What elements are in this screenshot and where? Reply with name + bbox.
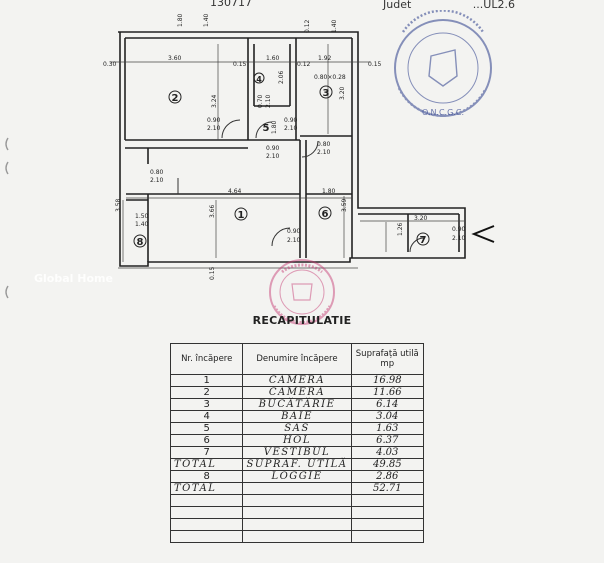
svg-text:0.90: 0.90: [452, 226, 466, 233]
svg-text:1.80: 1.80: [177, 13, 184, 27]
svg-text:2.10: 2.10: [265, 94, 272, 108]
svg-text:2.10: 2.10: [284, 125, 298, 132]
table-row-empty: [169, 506, 425, 519]
table-row-empty: [169, 518, 425, 531]
room-number-1: 1: [238, 210, 245, 221]
svg-text:1.40: 1.40: [331, 19, 338, 33]
svg-text:1.92: 1.92: [318, 55, 332, 62]
col-header-name: Denumire încăpere: [242, 343, 352, 375]
svg-text:1.40: 1.40: [135, 221, 149, 228]
dimension-labels: 1.80 1.40 0.12 1.40 0.30 3.60 0.15 1.60 …: [103, 13, 466, 280]
svg-text:0.90: 0.90: [284, 117, 298, 124]
svg-text:3.24: 3.24: [211, 94, 218, 108]
svg-text:2.10: 2.10: [287, 237, 301, 244]
recap-title: RECAPITULATIE: [252, 314, 352, 327]
svg-text:2.10: 2.10: [266, 153, 280, 160]
table-row-empty: [169, 530, 425, 543]
room-number-4: 4: [256, 75, 262, 84]
svg-text:3.66: 3.66: [209, 204, 216, 218]
svg-text:0.90: 0.90: [266, 145, 280, 152]
room-number-6: 6: [322, 209, 329, 220]
judet-value: ...UL2.6: [472, 0, 515, 11]
svg-text:0.12: 0.12: [304, 19, 311, 33]
svg-text:1.26: 1.26: [397, 222, 404, 236]
floor-plan: 2 4 3 5 1 6 7 8 1.80 1.40 0.12 1.40 0.30…: [5, 13, 495, 299]
plan-dimension-lines: [110, 44, 464, 269]
table-row-empty: [169, 494, 425, 507]
room-numbers: 2 4 3 5 1 6 7 8: [137, 75, 427, 248]
svg-text:1.80: 1.80: [322, 188, 336, 195]
svg-text:1.50: 1.50: [135, 213, 149, 220]
official-stamp-ministry: O.N.C.G.C.: [394, 10, 492, 117]
plan-walls: [118, 31, 466, 267]
room-number-2: 2: [172, 93, 179, 104]
watermark-text: Global Home: [34, 272, 113, 285]
svg-text:2.10: 2.10: [150, 177, 164, 184]
svg-text:0.90: 0.90: [207, 117, 221, 124]
svg-text:0.80: 0.80: [317, 141, 331, 148]
room-number-5: 5: [263, 123, 270, 134]
header-handwritten-number: 130717: [210, 0, 252, 9]
room-number-8: 8: [137, 237, 144, 248]
judet-label: Judet: [383, 0, 412, 11]
col-header-area: Suprafață utilă mp: [350, 343, 425, 375]
svg-text:1.40: 1.40: [203, 13, 210, 27]
svg-text:2.10: 2.10: [207, 125, 221, 132]
svg-text:2.06: 2.06: [278, 70, 285, 84]
header-judet: Judet ...UL2.6: [383, 0, 515, 11]
recap-table: Nr. încăpere Denumire încăpere Suprafață…: [169, 343, 425, 543]
svg-text:0.15: 0.15: [233, 61, 247, 68]
entrance-arrow: [471, 225, 495, 243]
svg-text:0.12: 0.12: [297, 61, 311, 68]
stamp-caption: O.N.C.G.C.: [422, 108, 464, 117]
svg-text:2.10: 2.10: [452, 235, 466, 242]
binder-holes: [5, 137, 9, 299]
svg-text:3.20: 3.20: [414, 215, 428, 222]
svg-text:0.80: 0.80: [150, 169, 164, 176]
svg-text:2.10: 2.10: [317, 149, 331, 156]
room-number-3: 3: [323, 88, 330, 99]
col-header-nr: Nr. încăpere: [169, 343, 244, 375]
plan-doors: [177, 119, 425, 253]
table-header-row: Nr. încăpere Denumire încăpere Suprafață…: [169, 343, 425, 375]
svg-text:0.80×0.28: 0.80×0.28: [314, 74, 346, 81]
svg-text:4.64: 4.64: [228, 188, 242, 195]
official-stamp-red: [269, 259, 335, 325]
svg-text:0.90: 0.90: [287, 228, 301, 235]
svg-text:1.60: 1.60: [266, 55, 280, 62]
svg-text:0.30: 0.30: [103, 61, 117, 68]
svg-text:3.20: 3.20: [339, 86, 346, 100]
svg-text:3.58: 3.58: [115, 198, 122, 212]
room-number-badges: [133, 72, 430, 248]
svg-text:3.60: 3.60: [168, 55, 182, 62]
svg-text:0.15: 0.15: [368, 61, 382, 68]
svg-text:1.80: 1.80: [271, 120, 278, 134]
svg-text:3.59: 3.59: [341, 198, 348, 212]
svg-text:0.70: 0.70: [257, 94, 264, 108]
svg-text:0.15: 0.15: [209, 266, 216, 280]
room-number-7: 7: [420, 235, 427, 246]
